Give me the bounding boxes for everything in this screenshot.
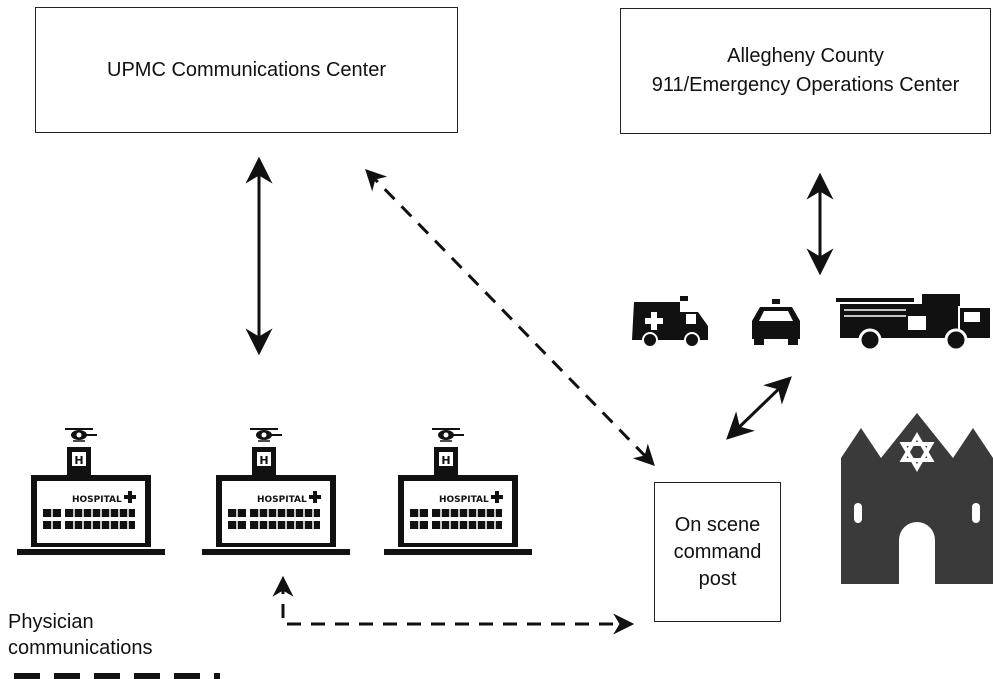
synagogue-icon	[841, 413, 993, 584]
legend-label: Physician communications	[8, 609, 153, 661]
hospital-command-dashed-arrow	[272, 575, 635, 635]
hospital-icon	[201, 428, 351, 556]
upmc-command-dashed-arrow	[365, 168, 655, 467]
ambulance-icon	[632, 296, 708, 348]
upmc-communications-center-box: UPMC Communications Center	[35, 7, 458, 133]
legend-label-line2: communications	[8, 637, 153, 659]
upmc-label: UPMC Communications Center	[107, 58, 386, 81]
hospital-icon	[383, 428, 533, 556]
police-car-icon	[752, 299, 800, 345]
command-post-line1: On scene	[674, 513, 761, 536]
command-post-line2: command	[673, 540, 762, 563]
vehicles-command-arrow	[726, 376, 792, 440]
command-post-box: On scene command post	[654, 482, 781, 622]
command-post-line3: post	[698, 567, 737, 590]
hospital-icon	[16, 428, 166, 556]
county-label-line2: 911/Emergency Operations Center	[651, 74, 960, 96]
legend-label-line1: Physician	[8, 611, 94, 633]
fire-truck-icon	[836, 294, 990, 352]
county-label-line1: Allegheny County	[727, 45, 884, 67]
county-emergency-center-box: Allegheny County 911/Emergency Operation…	[620, 8, 991, 134]
